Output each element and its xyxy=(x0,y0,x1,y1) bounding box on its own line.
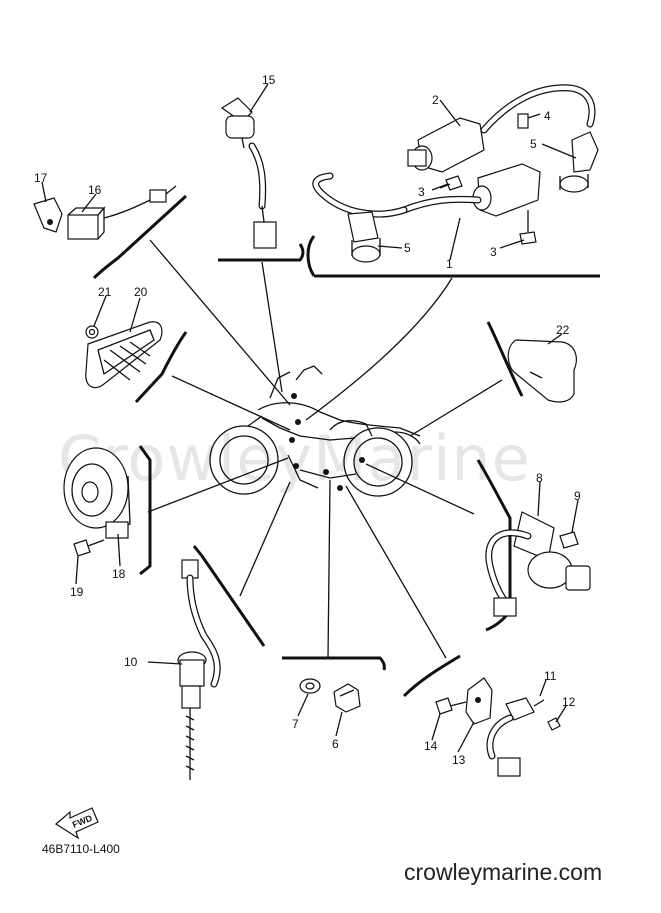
reflector-20 xyxy=(85,321,163,389)
bracket-6-7 xyxy=(282,656,386,671)
collar-4 xyxy=(517,113,529,129)
callout-7: 7 xyxy=(292,717,299,731)
callout-8: 8 xyxy=(536,471,543,485)
callout-19: 19 xyxy=(70,585,84,599)
fwd-arrow-icon: FWD xyxy=(54,807,99,840)
callout-leaders xyxy=(41,83,579,753)
sensor-10 xyxy=(177,559,221,780)
screw-12 xyxy=(547,717,561,731)
bolt-6 xyxy=(333,683,361,713)
callout-9: 9 xyxy=(574,489,581,503)
drawing-code: 46B7110-L400 xyxy=(42,842,120,856)
bracket-13 xyxy=(465,677,493,725)
callout-5-left: 5 xyxy=(404,241,411,255)
horn-18 xyxy=(63,447,131,539)
callout-10: 10 xyxy=(124,655,138,669)
ignition-coil-2 xyxy=(407,84,596,173)
bracket-11-14 xyxy=(402,654,461,698)
callout-14: 14 xyxy=(424,739,438,753)
callout-21: 21 xyxy=(98,285,112,299)
callout-18: 18 xyxy=(112,567,126,581)
relay-16 xyxy=(67,185,177,240)
callout-15: 15 xyxy=(262,73,276,87)
bolt-9 xyxy=(559,531,579,549)
plug-cap-5-left xyxy=(347,211,381,263)
callout-3-upper: 3 xyxy=(418,185,425,199)
ignition-coil-1 xyxy=(312,163,541,218)
bolt-3-upper xyxy=(439,175,463,191)
callout-22: 22 xyxy=(556,323,570,337)
site-footer[interactable]: crowleymarine.com xyxy=(404,859,602,885)
bolt-14 xyxy=(435,697,467,715)
callout-13: 13 xyxy=(452,753,466,767)
bracket-10 xyxy=(192,545,266,647)
reflector-22 xyxy=(507,339,577,403)
callout-6: 6 xyxy=(332,737,339,751)
callout-12: 12 xyxy=(562,695,576,709)
bracket-20-21 xyxy=(134,331,188,404)
bracket-22 xyxy=(486,321,524,397)
main-switch-8 xyxy=(485,511,591,617)
callout-20: 20 xyxy=(134,285,148,299)
callout-2: 2 xyxy=(432,93,439,107)
callout-11: 11 xyxy=(544,669,557,683)
callout-4: 4 xyxy=(544,109,551,123)
callout-17: 17 xyxy=(34,171,48,185)
callout-1: 1 xyxy=(446,257,453,271)
bolt-3-lower xyxy=(519,210,537,245)
washer-7 xyxy=(299,678,321,694)
callout-5-right: 5 xyxy=(530,137,537,151)
bracket-8-9 xyxy=(476,459,512,632)
switch-15 xyxy=(220,97,277,249)
bracket-18-19 xyxy=(138,445,152,576)
motorcycle-outline xyxy=(209,365,421,497)
bracket-15 xyxy=(218,243,305,262)
bracket-coil-left xyxy=(306,235,316,277)
callout-3-lower: 3 xyxy=(490,245,497,259)
switch-11 xyxy=(486,697,545,777)
nut-21 xyxy=(85,325,99,339)
bracket-16-17 xyxy=(92,194,188,280)
plug-cap-5-right xyxy=(559,131,599,193)
relay-bracket-17 xyxy=(33,197,63,233)
callout-16: 16 xyxy=(88,183,102,197)
bolt-19 xyxy=(73,539,105,557)
leader-lines xyxy=(147,239,503,659)
